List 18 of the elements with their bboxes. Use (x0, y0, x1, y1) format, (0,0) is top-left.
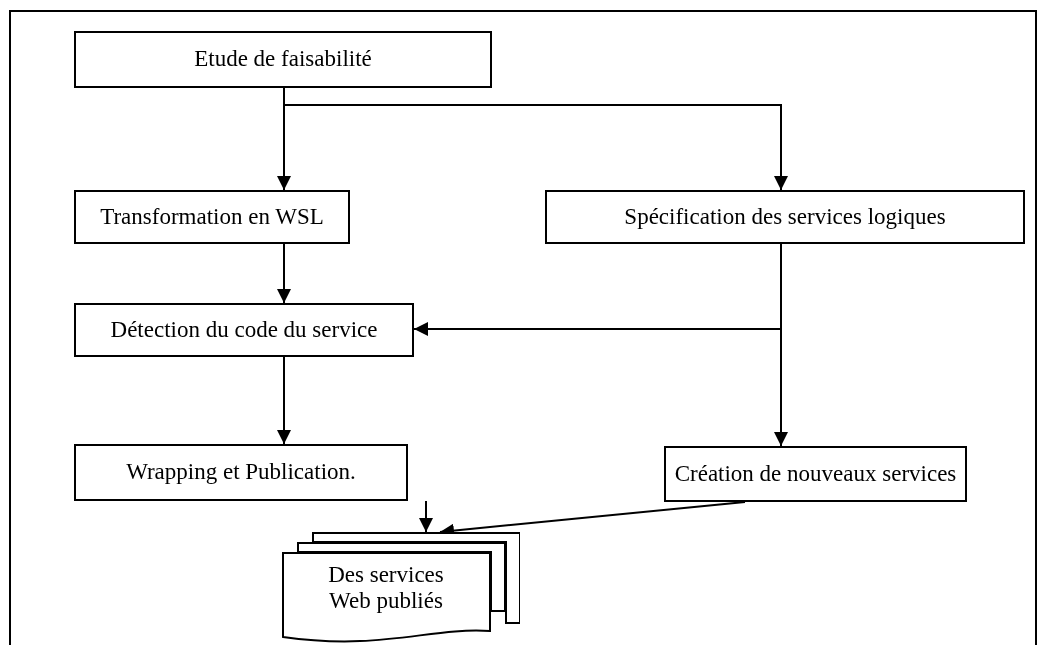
process-box (74, 444, 408, 501)
process-box (664, 446, 967, 502)
node-text: Etude de faisabilité (194, 46, 372, 73)
arrow (277, 243, 291, 304)
process-box (545, 190, 1025, 244)
node-text: Des services Web publiés (327, 562, 445, 615)
process-box (74, 303, 414, 357)
process-box (74, 190, 350, 244)
arrow (277, 356, 291, 445)
node-text: Détection du code du service (110, 316, 378, 344)
node-text: Création de nouveaux services (674, 460, 957, 488)
arrow (419, 500, 433, 533)
node-text: Wrapping et Publication. (126, 459, 356, 486)
arrow (774, 243, 788, 447)
process-box (74, 31, 492, 88)
node-text: Transformation en WSL (100, 203, 324, 231)
document-stack (282, 532, 520, 645)
node-text: Spécification des services logiques (624, 203, 946, 231)
